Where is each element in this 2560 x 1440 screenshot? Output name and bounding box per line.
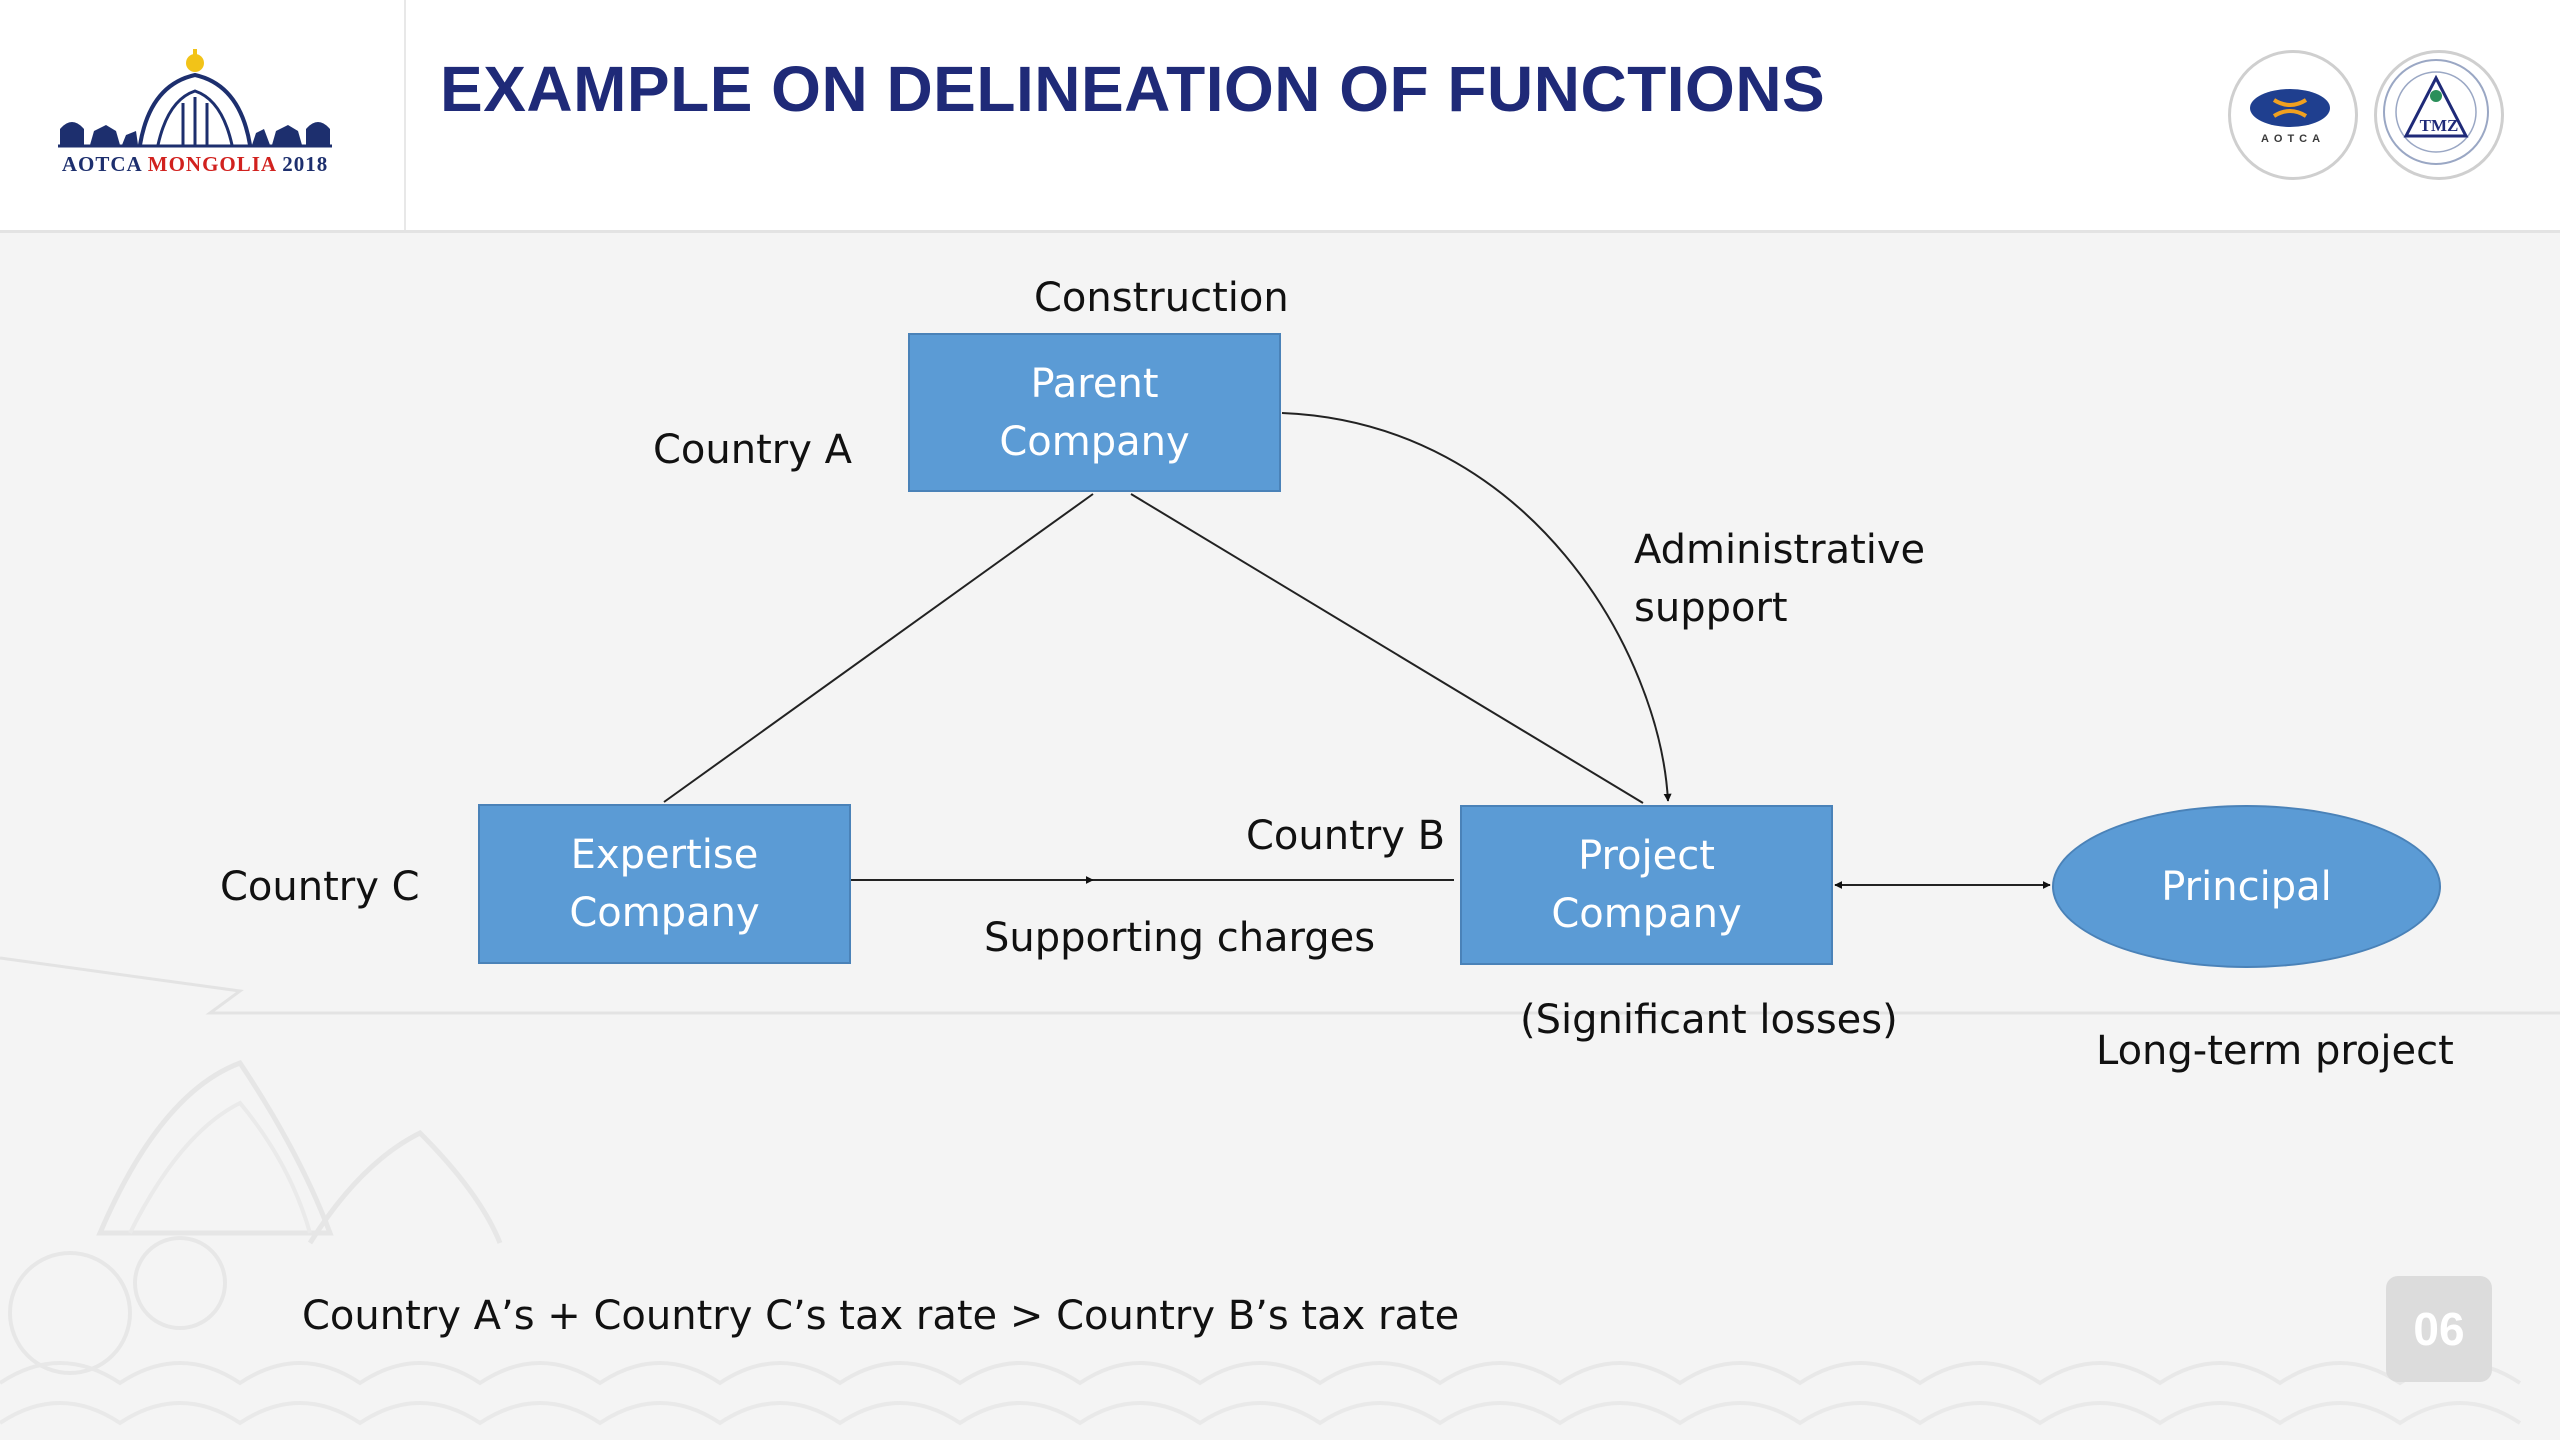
construction-label: Construction xyxy=(1034,275,1289,321)
long-term-project-label: Long-term project xyxy=(2096,1028,2454,1074)
admin-support-line2: support xyxy=(1634,585,1788,631)
country-a-label: Country A xyxy=(653,427,852,473)
project-company-line1: Project xyxy=(1578,833,1715,879)
parent-company-line2: Company xyxy=(999,418,1190,465)
decorative-background-pattern xyxy=(0,956,2560,1426)
aotca-emblem-icon xyxy=(2250,89,2330,127)
mongolia-dome-logo-icon xyxy=(58,49,332,148)
expertise-company-line2: Company xyxy=(569,890,760,936)
admin-support-label: Administrative support xyxy=(1634,521,1925,637)
slide-header: AOTCA MONGOLIA 2018 EXAMPLE ON DELINEATI… xyxy=(0,0,2560,233)
parent-project-connector xyxy=(1130,493,1644,804)
page-title: EXAMPLE ON DELINEATION OF FUNCTIONS xyxy=(440,53,1826,125)
country-b-label: Country B xyxy=(1246,813,1446,859)
tmz-seal-icon xyxy=(2383,59,2489,165)
tax-rate-note: Country A’s + Country C’s tax rate > Cou… xyxy=(302,1293,1460,1339)
aotca-badge-text: AOTCA xyxy=(2260,133,2326,145)
event-logo-text: AOTCA MONGOLIA 2018 xyxy=(61,152,329,176)
parent-company-line1: Parent xyxy=(1030,360,1159,407)
aotca-badge: AOTCA xyxy=(2228,50,2358,180)
expertise-company-line1: Expertise xyxy=(570,832,759,878)
diagram-canvas xyxy=(0,412,2560,1426)
principal-ellipse: Principal xyxy=(2052,805,2441,968)
tmz-badge: TMZ xyxy=(2374,50,2504,180)
supporting-charges-label: Supporting charges xyxy=(984,915,1376,961)
project-company-line2: Company xyxy=(1551,891,1742,937)
admin-support-arrow xyxy=(1281,412,1672,802)
principal-label: Principal xyxy=(2161,863,2332,910)
tmz-badge-text: TMZ xyxy=(2419,116,2459,135)
admin-support-line1: Administrative xyxy=(1634,527,1926,573)
country-c-label: Country C xyxy=(220,864,420,910)
parent-expertise-connector xyxy=(663,493,1094,803)
page-number-badge: 06 xyxy=(2386,1276,2492,1382)
event-logo: AOTCA MONGOLIA 2018 xyxy=(0,0,406,230)
significant-losses-label: (Significant losses) xyxy=(1520,997,1898,1043)
